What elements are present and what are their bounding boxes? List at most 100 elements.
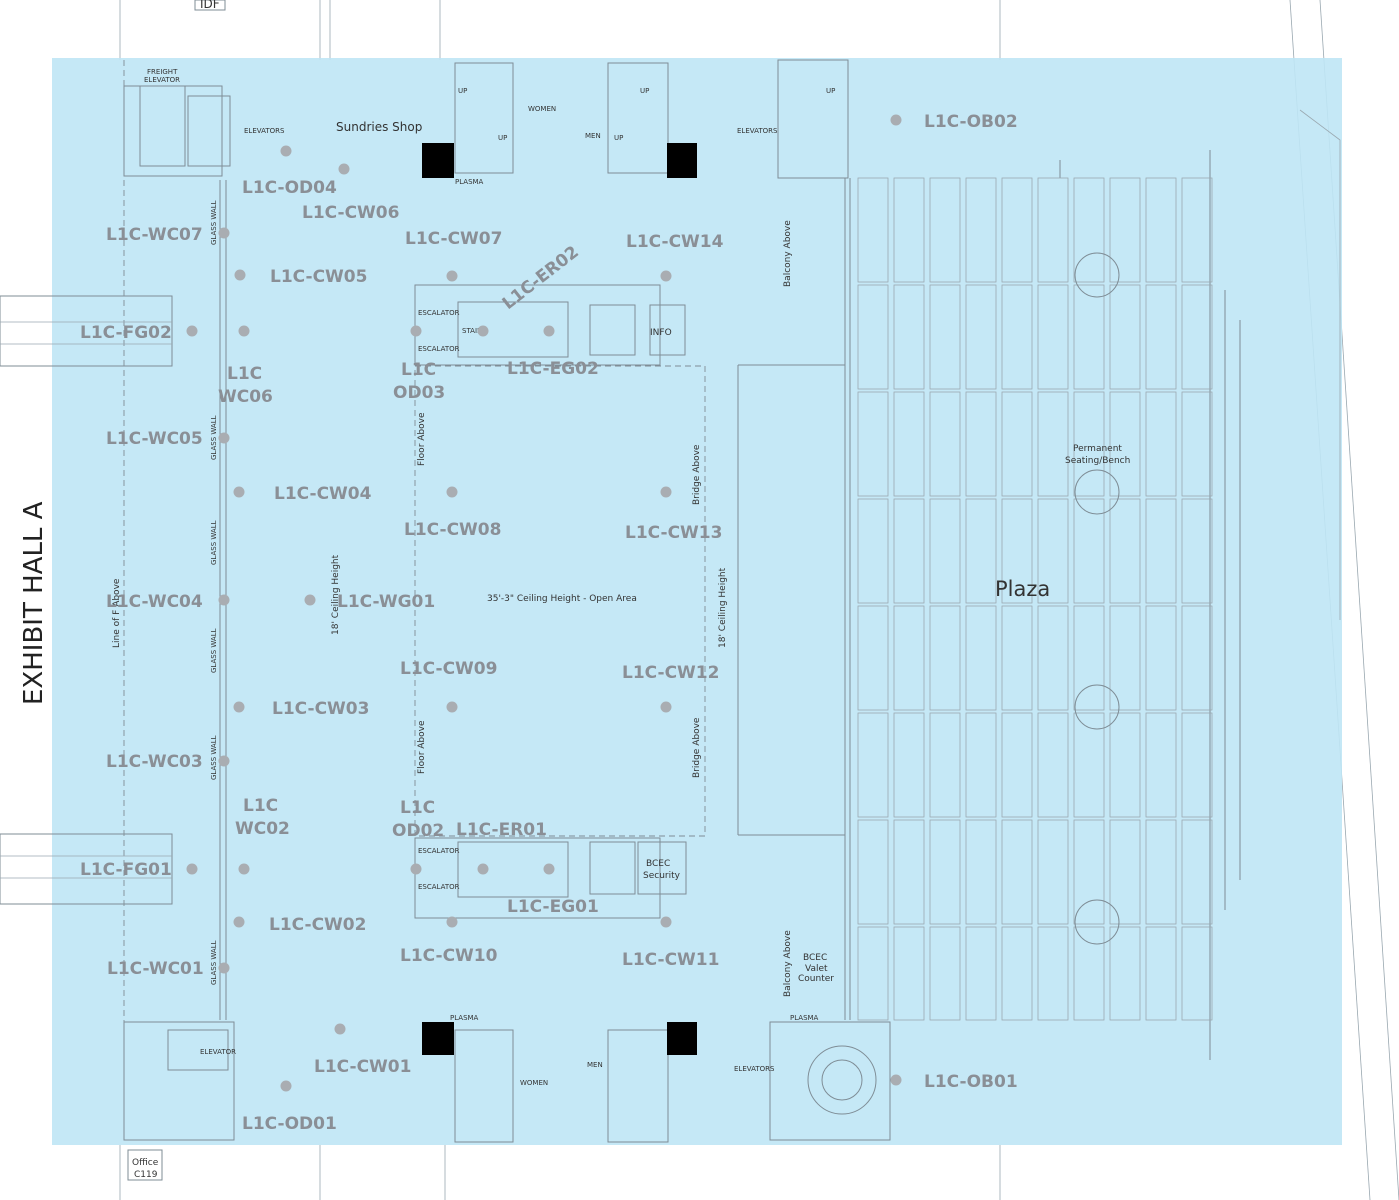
plaza-grid-cell xyxy=(1181,605,1213,711)
point-label-cw02[interactable]: L1C-CW02 xyxy=(269,915,366,935)
point-label-od02-b[interactable]: OD02 xyxy=(392,821,444,841)
point-marker[interactable] xyxy=(186,863,198,875)
plaza-grid-cell xyxy=(1109,391,1141,497)
point-marker[interactable] xyxy=(218,962,230,974)
idf-label: IDF xyxy=(200,0,220,11)
point-marker[interactable] xyxy=(334,1023,346,1035)
up-label-2: UP xyxy=(498,134,507,142)
point-marker[interactable] xyxy=(410,863,422,875)
point-label-od03-b[interactable]: OD03 xyxy=(393,383,445,403)
point-marker[interactable] xyxy=(233,701,245,713)
point-marker[interactable] xyxy=(280,1080,292,1092)
plaza-grid-cell xyxy=(1001,284,1033,390)
plaza-grid-cell xyxy=(1073,819,1105,925)
plaza-grid-cell xyxy=(1037,177,1069,283)
point-marker[interactable] xyxy=(238,863,250,875)
plaza-grid-cell xyxy=(1181,712,1213,818)
point-marker[interactable] xyxy=(280,145,292,157)
men-label-n: MEN xyxy=(585,132,601,140)
point-marker[interactable] xyxy=(890,114,902,126)
point-label-cw01[interactable]: L1C-CW01 xyxy=(314,1057,411,1077)
point-marker[interactable] xyxy=(218,227,230,239)
point-label-cw05[interactable]: L1C-CW05 xyxy=(270,267,367,287)
point-label-cw12[interactable]: L1C-CW12 xyxy=(622,663,719,683)
plaza-grid-cell xyxy=(1145,926,1177,1021)
point-label-od01[interactable]: L1C-OD01 xyxy=(242,1114,337,1134)
plaza-grid-cell xyxy=(965,498,997,604)
point-label-eg02[interactable]: L1C-EG02 xyxy=(507,359,599,379)
escalator-label-1: ESCALATOR xyxy=(418,309,460,317)
plaza-grid-cell xyxy=(1037,712,1069,818)
point-marker[interactable] xyxy=(304,594,316,606)
point-label-cw07[interactable]: L1C-CW07 xyxy=(405,229,502,249)
plaza-grid-cell xyxy=(1181,177,1213,283)
point-marker[interactable] xyxy=(338,163,350,175)
point-label-wc01[interactable]: L1C-WC01 xyxy=(107,959,204,979)
seating-label-2: Seating/Bench xyxy=(1065,456,1130,466)
point-marker[interactable] xyxy=(218,755,230,767)
point-label-fg01[interactable]: L1C-FG01 xyxy=(80,860,172,880)
point-label-od04[interactable]: L1C-OD04 xyxy=(242,178,337,198)
point-label-wc03[interactable]: L1C-WC03 xyxy=(106,752,203,772)
point-marker[interactable] xyxy=(233,486,245,498)
point-label-cw08[interactable]: L1C-CW08 xyxy=(404,520,501,540)
building-linework xyxy=(0,59,1341,1143)
point-label-od03-a[interactable]: L1C xyxy=(401,360,436,380)
glass-wall-label-2: GLASS WALL xyxy=(210,415,218,460)
point-label-wc02-a[interactable]: L1C xyxy=(243,796,278,816)
point-marker[interactable] xyxy=(446,701,458,713)
point-label-cw04[interactable]: L1C-CW04 xyxy=(274,484,372,504)
point-label-er01[interactable]: L1C-ER01 xyxy=(456,820,547,840)
point-marker[interactable] xyxy=(890,1074,902,1086)
point-label-cw11[interactable]: L1C-CW11 xyxy=(622,950,719,970)
point-label-wc07[interactable]: L1C-WC07 xyxy=(106,225,203,245)
point-marker[interactable] xyxy=(218,594,230,606)
point-label-cw13[interactable]: L1C-CW13 xyxy=(625,523,722,543)
office-label-2: C119 xyxy=(134,1170,158,1180)
point-marker[interactable] xyxy=(218,432,230,444)
plaza-grid-cell xyxy=(1073,926,1105,1021)
point-marker[interactable] xyxy=(234,269,246,281)
point-marker[interactable] xyxy=(477,325,489,337)
plaza-grid-cell xyxy=(1109,284,1141,390)
point-label-eg01[interactable]: L1C-EG01 xyxy=(507,897,599,917)
point-marker[interactable] xyxy=(477,863,489,875)
point-label-cw06[interactable]: L1C-CW06 xyxy=(302,203,399,223)
point-marker[interactable] xyxy=(446,486,458,498)
point-label-cw10[interactable]: L1C-CW10 xyxy=(400,946,498,966)
point-marker[interactable] xyxy=(238,325,250,337)
plaza-grid xyxy=(857,177,1213,1021)
point-label-wc06-b[interactable]: WC06 xyxy=(218,387,273,407)
point-marker[interactable] xyxy=(446,916,458,928)
escalator-label-2: ESCALATOR xyxy=(418,345,460,353)
point-label-ob01[interactable]: L1C-OB01 xyxy=(924,1072,1018,1092)
point-marker[interactable] xyxy=(186,325,198,337)
point-label-wc02-b[interactable]: WC02 xyxy=(235,819,290,839)
point-label-od02-a[interactable]: L1C xyxy=(400,798,435,818)
point-label-wc05[interactable]: L1C-WC05 xyxy=(106,429,203,449)
plaza-grid-cell xyxy=(1001,177,1033,283)
point-marker[interactable] xyxy=(233,916,245,928)
plaza-grid-cell xyxy=(1145,284,1177,390)
point-label-wc06-a[interactable]: L1C xyxy=(227,364,262,384)
plaza-grid-cell xyxy=(1001,712,1033,818)
point-label-cw03[interactable]: L1C-CW03 xyxy=(272,699,369,719)
point-label-ob02[interactable]: L1C-OB02 xyxy=(924,112,1018,132)
point-label-fg02[interactable]: L1C-FG02 xyxy=(80,323,172,343)
plaza-grid-cell xyxy=(965,926,997,1021)
point-label-cw09[interactable]: L1C-CW09 xyxy=(400,659,497,679)
point-label-wg01[interactable]: L1C-WG01 xyxy=(337,592,435,612)
point-marker[interactable] xyxy=(660,486,672,498)
point-label-wc04[interactable]: L1C-WC04 xyxy=(106,592,203,612)
point-marker[interactable] xyxy=(660,916,672,928)
point-marker[interactable] xyxy=(660,270,672,282)
point-marker[interactable] xyxy=(543,325,555,337)
point-marker[interactable] xyxy=(446,270,458,282)
plaza-grid-cell xyxy=(1145,605,1177,711)
plaza-grid-cell xyxy=(893,819,925,925)
point-marker[interactable] xyxy=(660,701,672,713)
point-marker[interactable] xyxy=(410,325,422,337)
point-label-cw14[interactable]: L1C-CW14 xyxy=(626,232,724,252)
point-marker[interactable] xyxy=(543,863,555,875)
plasma-label-s: PLASMA xyxy=(450,1014,479,1022)
